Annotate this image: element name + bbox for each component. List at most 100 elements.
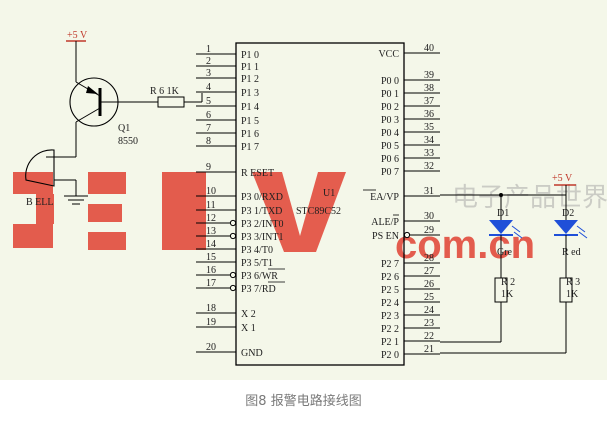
pin-number-right: 28 [424,253,434,264]
q1-collector [75,107,101,123]
pin-label-left: P1 3 [241,88,259,99]
watermark-bar [88,232,126,250]
ground-icon [64,195,88,205]
watermark-text-latin: com.cn [395,223,535,267]
pin-number-right: 37 [424,96,434,107]
pin-label-right: P2 6 [381,272,399,283]
watermark-bar [88,204,122,222]
pin-number-right: 30 [424,211,434,222]
pin-number-left: 14 [206,239,216,250]
d2-label: D2 [562,208,574,219]
chip-body [235,42,405,366]
pin-number-right: 38 [424,83,434,94]
pin-number-right: 34 [424,135,434,146]
chip-name: U1 [323,188,335,199]
pin-number-right: 39 [424,70,434,81]
pin-label-left: P1 1 [241,62,259,73]
active-low-bubble [229,271,237,279]
pin-number-left: 13 [206,226,216,237]
q1-model: 8550 [118,136,138,147]
pin-number-right: 29 [424,225,434,236]
pin-number-right: 27 [424,266,434,277]
d2-light-ray [576,225,586,233]
pin-number-right: 24 [424,305,434,316]
d2-light-ray [578,231,588,239]
watermark-bar [13,172,53,194]
pin-number-left: 3 [206,68,211,79]
d2-led-icon [554,220,578,234]
vcc-right-label: +5 V [552,173,573,184]
pin-number-left: 5 [206,96,211,107]
pin-label-left: P1 6 [241,129,259,140]
pin-label-right: EA/VP [370,192,399,203]
r2-value: 1K [501,289,514,300]
chip-model: STC89C52 [296,206,341,217]
pin-label-right: P2 7 [381,259,399,270]
figure-caption: 图8 报警电路接线图 [245,394,362,409]
pin-label-right: P0 2 [381,102,399,113]
pin-number-left: 1 [206,44,211,55]
active-low-bubble [229,284,237,292]
pin-label-right: P0 7 [381,167,399,178]
r3-value: 1K [566,289,579,300]
pin-label-left: P3 0/RXD [241,192,283,203]
d1-light-ray [511,225,521,233]
pin-label-left: R ESET [241,168,274,179]
pin-label-left: P1 5 [241,116,259,127]
pin-number-left: 8 [206,136,211,147]
pin-label-left: X 2 [241,309,256,320]
pin-number-left: 10 [206,186,216,197]
pin-label-right: P2 1 [381,337,399,348]
pin-number-left: 16 [206,265,216,276]
pin-number-left: 4 [206,82,211,93]
r6-label: R 6 1K [150,86,180,97]
pin-number-right: 22 [424,331,434,342]
pin-number-left: 6 [206,110,211,121]
pin-label-left: P3 3/INT1 [241,232,284,243]
pin-label-left: P3 2/INT0 [241,219,284,230]
d1-led-icon [489,220,513,234]
pin-label-right: P0 6 [381,154,399,165]
pin-label-left: P1 7 [241,142,259,153]
pin-label-right: VCC [378,49,399,60]
pin-number-left: 20 [206,342,216,353]
r6-resistor [157,96,185,108]
pin-label-right: P0 3 [381,115,399,126]
bell-label: B ELL [26,197,54,208]
pin-number-right: 40 [424,43,434,54]
pin-label-left: P1 4 [241,102,259,113]
watermark: com.cn 电子产品世界 [13,172,607,267]
pin-number-right: 26 [424,279,434,290]
active-low-bubble [403,231,411,239]
watermark-text-cjk: 电子产品世界 [452,183,607,213]
d1-light-ray [513,231,523,239]
r3-name: R 3 [566,277,580,288]
d1-label: D1 [497,208,509,219]
pin-label-right: P2 4 [381,298,399,309]
pin-label-right: PS EN [372,231,399,242]
pin-label-left: P3 4/T0 [241,245,273,256]
pin-label-left: X 1 [241,323,256,334]
pin-number-right: 33 [424,148,434,159]
pin-label-right: P0 0 [381,76,399,87]
pin-number-right: 21 [424,344,434,355]
pin-label-right: P0 5 [381,141,399,152]
pin-label-right: P2 3 [381,311,399,322]
active-low-bubble [229,232,237,240]
bell-icon [25,149,55,187]
d1-color-label: Gre [497,247,513,258]
q1-name: Q1 [118,123,130,134]
pin-label-left: P3 5/T1 [241,258,273,269]
pin-label-left: P1 0 [241,50,259,61]
pin-number-right: 25 [424,292,434,303]
pin-label-left: P3 6/WR [241,271,278,282]
pin-number-right: 31 [424,186,434,197]
pin-number-right: 23 [424,318,434,329]
pin-label-right: P0 1 [381,89,399,100]
pin-number-left: 2 [206,56,211,67]
pin-label-left: GND [241,348,263,359]
